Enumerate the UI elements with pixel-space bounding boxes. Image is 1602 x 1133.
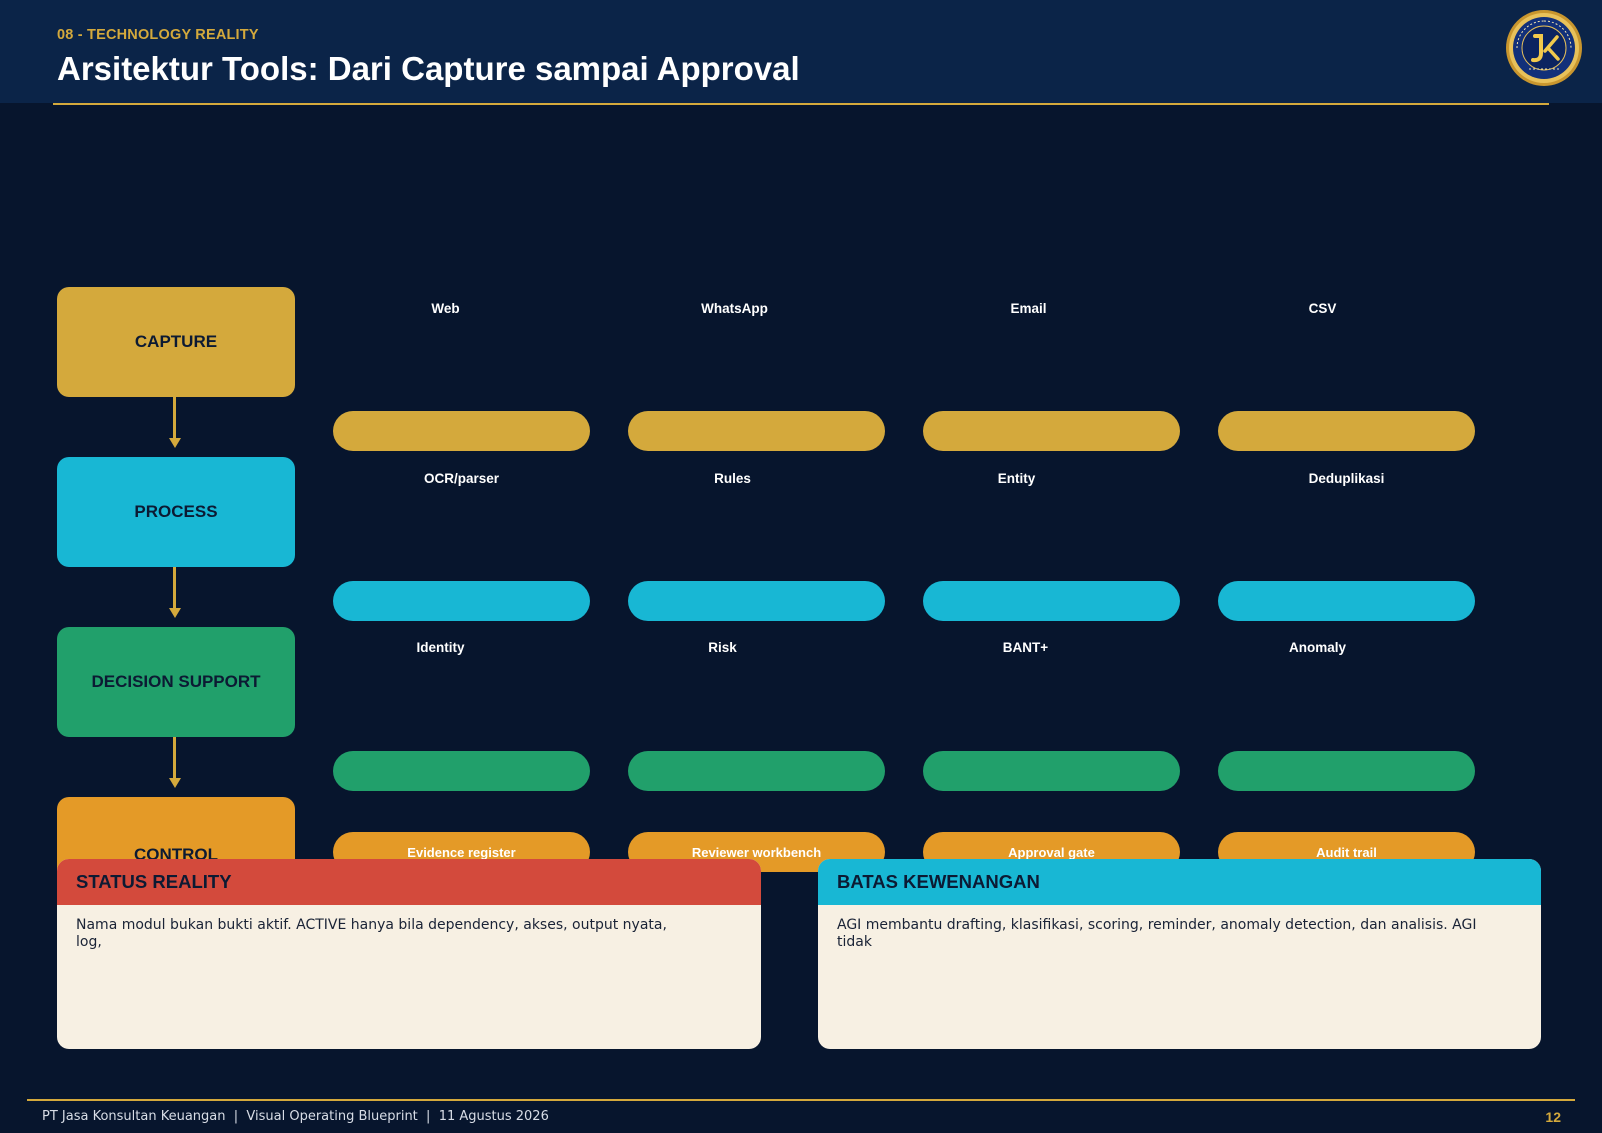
footer-divider [27,1099,1575,1101]
process-item-label: Rules [714,471,751,486]
layer-process: PROCESS [57,457,295,567]
decision-item-pill [1218,751,1475,791]
status-reality-title: STATUS REALITY [57,859,761,905]
section-kicker: 08 - TECHNOLOGY REALITY [57,27,259,43]
layer-process-label: PROCESS [134,502,218,521]
capture-item-label: WhatsApp [701,301,768,316]
decision-item-label: Identity [416,640,465,655]
layer-decision-support: DECISION SUPPORT [57,627,295,737]
process-item-label: Entity [997,471,1036,486]
process-item-pill [1218,581,1475,621]
process-item-pill [333,581,590,621]
capture-item-pill [628,411,885,451]
decision-item-label: BANT+ [1002,640,1049,655]
process-item-label: OCR/parser [423,471,500,486]
decision-item-label: Anomaly [1288,640,1346,655]
decision-item-label: Risk [708,640,737,655]
decision-item-pill [923,751,1180,791]
status-reality-card: STATUS REALITY Nama modul bukan bukti ak… [57,859,761,1049]
capture-item-label: Web [431,301,460,316]
layer-capture: CAPTURE [57,287,295,397]
layer-capture-label: CAPTURE [134,332,218,351]
footer-text: PT Jasa Konsultan Keuangan | Visual Oper… [42,1109,549,1124]
status-reality-body: Nama modul bukan bukti aktif. ACTIVE han… [76,917,667,950]
process-item-label: Deduplikasi [1308,471,1385,486]
batas-kewenangan-body: AGI membantu drafting, klasifikasi, scor… [837,917,1477,950]
slide-header [0,0,1602,103]
flow-arrow-process-to-decision [169,567,181,619]
process-item-pill [923,581,1180,621]
capture-item-pill [1218,411,1475,451]
capture-item-label: Email [1010,301,1047,316]
process-item-pill [628,581,885,621]
decision-item-pill [628,751,885,791]
batas-kewenangan-card: BATAS KEWENANGAN AGI membantu drafting, … [818,859,1541,1049]
decision-item-pill [333,751,590,791]
company-seal-logo [1506,10,1582,86]
flow-arrow-decision-to-control [169,737,181,789]
page-number: 12 [1545,1109,1561,1125]
capture-item-pill [923,411,1180,451]
layer-decision-support-label: DECISION SUPPORT [91,672,261,691]
flow-arrow-capture-to-process [169,397,181,449]
slide-title: Arsitektur Tools: Dari Capture sampai Ap… [57,50,800,87]
header-divider [53,103,1549,105]
batas-kewenangan-title: BATAS KEWENANGAN [818,859,1541,905]
capture-item-label: CSV [1308,301,1337,316]
capture-item-pill [333,411,590,451]
